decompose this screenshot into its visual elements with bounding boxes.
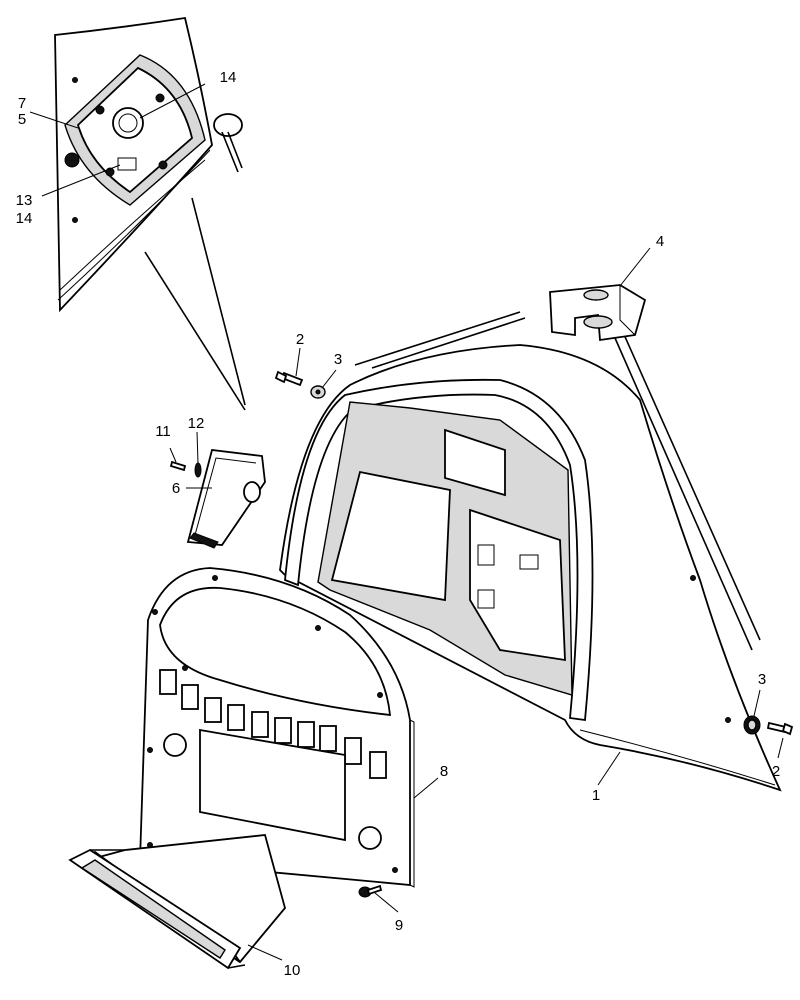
gauge-hole-detail [112, 107, 144, 139]
front-panel [139, 567, 415, 888]
callout-5: 5 [18, 111, 26, 128]
callout-1: 1 [592, 787, 600, 804]
mounting-bracket [549, 284, 647, 342]
callout-14-bottom: 14 [16, 210, 33, 227]
ignition-key [213, 113, 243, 173]
callout-9: 9 [395, 917, 403, 934]
callout-labels: 7 5 14 13 14 4 2 3 11 12 6 3 2 1 8 9 10 [16, 69, 781, 979]
callout-6: 6 [172, 480, 180, 497]
gauge-assembly [186, 449, 266, 549]
washer-lower [743, 715, 761, 735]
screw-small [169, 460, 187, 472]
callout-11: 11 [155, 423, 171, 440]
callout-12: 12 [188, 415, 205, 432]
bolt-lower [766, 721, 794, 736]
callout-3-bottom: 3 [758, 671, 766, 688]
callout-3-top: 3 [334, 351, 342, 368]
callout-13: 13 [16, 192, 33, 209]
bolt-upper [274, 370, 304, 387]
callout-10: 10 [284, 962, 301, 979]
storage-tray [68, 834, 286, 970]
callout-8: 8 [440, 763, 448, 780]
callout-2-top: 2 [296, 331, 304, 348]
callout-leaders [29, 83, 784, 961]
inset-leader-lines [144, 197, 761, 651]
washer-upper [310, 385, 326, 399]
detail-inset-panel [54, 16, 243, 313]
callout-7: 7 [18, 95, 26, 112]
callout-14-top: 14 [220, 69, 237, 86]
callout-4: 4 [656, 233, 664, 250]
dash-housing [279, 344, 782, 792]
connector-detail [117, 157, 137, 171]
callout-2-bottom: 2 [772, 763, 780, 780]
clip-small [194, 462, 202, 478]
panel-screw [358, 884, 383, 898]
